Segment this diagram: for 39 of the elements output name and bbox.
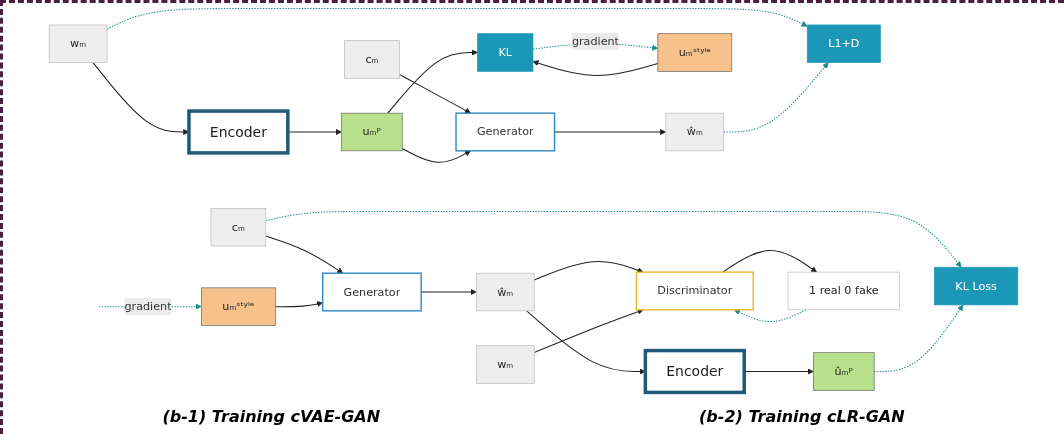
arrow bbox=[398, 73, 471, 114]
arrow bbox=[554, 128, 667, 136]
node-box: wₘ bbox=[475, 345, 535, 384]
node-box: Generator bbox=[322, 272, 422, 312]
node-box: cₘ bbox=[344, 40, 400, 79]
node-box: uₘˢᵗʸˡᵉ bbox=[201, 287, 276, 326]
node-box: Generator bbox=[455, 112, 556, 152]
arrow bbox=[723, 62, 829, 133]
node-box: Encoder bbox=[643, 348, 746, 395]
node-box: uₘˢᵗʸˡᵉ bbox=[657, 33, 733, 72]
node-box: cₘ bbox=[210, 208, 267, 247]
node-box: KL bbox=[477, 33, 534, 72]
edge-label: gradient bbox=[124, 299, 172, 313]
edge-label: gradient bbox=[571, 34, 619, 48]
arrow bbox=[722, 249, 818, 273]
node-box: ŵₘ bbox=[475, 272, 535, 312]
node-box: 1 real 0 fake bbox=[787, 271, 900, 311]
arrow bbox=[387, 49, 478, 114]
node-box: ûₘᵖ bbox=[813, 352, 875, 391]
node-box: wₘ bbox=[48, 24, 108, 63]
arrow bbox=[733, 309, 807, 323]
arrow bbox=[532, 60, 659, 76]
node-box: Discriminator bbox=[635, 271, 754, 311]
node-box: uₘᵖ bbox=[341, 112, 403, 152]
caption: (b-2) Training cLR-GAN bbox=[698, 406, 905, 426]
node-box: Encoder bbox=[187, 109, 290, 155]
arrow bbox=[526, 310, 646, 375]
node-box: ŵₘ bbox=[665, 112, 725, 152]
arrow bbox=[533, 308, 644, 354]
arrow bbox=[533, 260, 644, 281]
arrow bbox=[274, 301, 323, 308]
node-box: L1+D bbox=[806, 24, 881, 63]
node-box: KL Loss bbox=[934, 266, 1019, 306]
arrow bbox=[265, 210, 962, 268]
arrow bbox=[873, 304, 964, 373]
arrow bbox=[401, 147, 471, 163]
caption: (b-1) Training cVAE-GAN bbox=[162, 406, 381, 426]
arrow bbox=[265, 235, 344, 274]
arrow bbox=[106, 8, 808, 30]
